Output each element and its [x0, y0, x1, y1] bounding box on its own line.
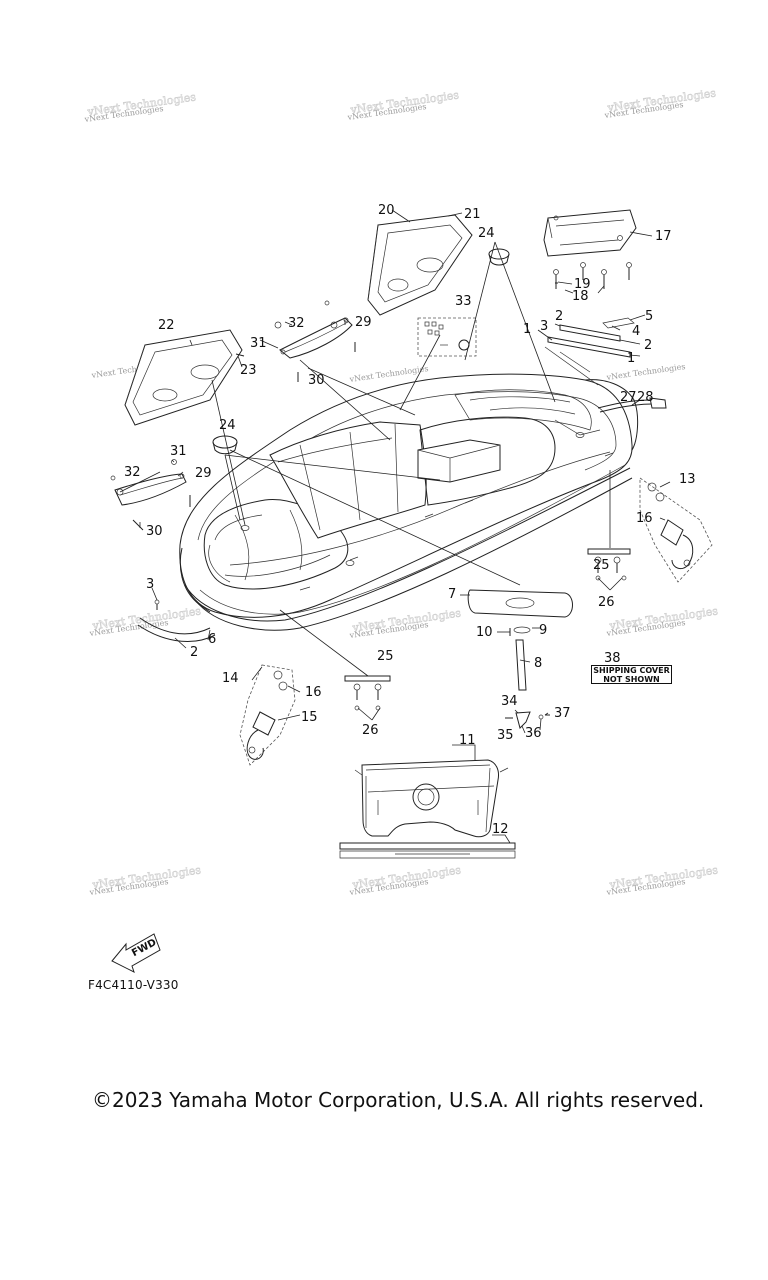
callout-8: 8	[534, 656, 542, 671]
parts-8-9-10-table-post	[509, 626, 531, 691]
callout-3-top: 3	[540, 319, 548, 334]
callout-35: 35	[497, 728, 514, 743]
callout-24-left: 24	[219, 418, 236, 433]
shipping-cover-note: SHIPPING COVER NOT SHOWN	[591, 665, 672, 684]
part-13-hardware-group	[639, 477, 713, 583]
callout-2-right: 2	[644, 338, 652, 353]
part-20-storage-bin	[367, 214, 473, 316]
part-25-cleat-left	[344, 675, 391, 711]
callout-1-right: 1	[627, 351, 635, 366]
callout-2-left: 2	[190, 645, 198, 660]
part-29-grab-handle-top	[274, 300, 356, 382]
callout-29-top: 29	[355, 315, 372, 330]
watermark-row-3: vNext Technologies vNext Technologies vN…	[88, 604, 719, 640]
callout-37: 37	[554, 706, 571, 721]
parts-34-37-clips	[505, 711, 550, 729]
callout-25-left: 25	[377, 649, 394, 664]
callout-20: 20	[378, 203, 395, 218]
callout-32-left: 32	[124, 465, 141, 480]
callout-15: 15	[301, 710, 318, 725]
callout-23: 23	[240, 363, 257, 378]
callout-labels: 20 21 24 17 19 18 33 2 5 3 4 1 2 1 32 29…	[124, 203, 696, 837]
copyright-notice: ©2023 Yamaha Motor Corporation, U.S.A. A…	[92, 1088, 705, 1112]
boat-hull	[179, 373, 639, 631]
callout-31-left: 31	[170, 444, 187, 459]
callout-30-left: 30	[146, 524, 163, 539]
callout-19: 19	[574, 277, 591, 292]
callout-26-left: 26	[362, 723, 379, 738]
callout-5: 5	[645, 309, 653, 324]
part-24-cup-holder-top	[488, 248, 510, 266]
watermark-row-1: vNext Technologies vNext Technologies vN…	[83, 86, 717, 124]
callout-26-right: 26	[598, 595, 615, 610]
parts-18-19-bolts	[553, 262, 632, 289]
leader-lines	[119, 209, 671, 844]
callout-30-top: 30	[308, 373, 325, 388]
part-23-screw	[235, 353, 245, 357]
callout-16-right: 16	[636, 511, 653, 526]
part-24-cup-holder-left	[212, 435, 238, 455]
callout-28: 28	[637, 390, 654, 405]
callout-25-right: 25	[593, 558, 610, 573]
shipping-note-line-2: NOT SHOWN	[603, 674, 660, 684]
part-12-pole	[339, 842, 516, 859]
callout-21: 21	[464, 207, 481, 222]
callout-22: 22	[158, 318, 175, 333]
callout-31-top: 31	[250, 336, 267, 351]
callout-2-top: 2	[555, 309, 563, 324]
parts-27-28-tie-line	[597, 397, 667, 413]
shipping-note-line-1: SHIPPING COVER	[593, 666, 670, 675]
part-14-hardware-group	[239, 664, 296, 766]
part-7-hatch-cover	[467, 589, 573, 618]
callout-1-top: 1	[523, 322, 531, 337]
callout-10: 10	[476, 625, 493, 640]
watermark-row-4: vNext Technologies vNext Technologies vN…	[88, 863, 719, 897]
callout-9: 9	[539, 623, 547, 638]
callout-27: 27	[620, 390, 637, 405]
part-22-storage-bin	[124, 329, 243, 426]
callout-38: 38	[604, 651, 621, 666]
callout-3-left: 3	[146, 577, 154, 592]
callout-16-left: 16	[305, 685, 322, 700]
part-33-decal-kit	[417, 317, 477, 357]
part-11-cooler	[354, 759, 509, 838]
diagram-code: F4C4110-V330	[88, 978, 179, 992]
callout-18: 18	[572, 289, 589, 304]
callout-17: 17	[655, 229, 672, 244]
callout-11: 11	[459, 733, 476, 748]
svg-text:vNext Technologies: vNext Technologies	[605, 362, 686, 382]
callout-14: 14	[222, 671, 239, 686]
callout-12: 12	[492, 822, 509, 837]
callout-33: 33	[455, 294, 472, 309]
part-25-cleat-right	[587, 548, 631, 581]
callout-36: 36	[525, 726, 542, 741]
callout-29-left: 29	[195, 466, 212, 481]
callout-6: 6	[208, 632, 216, 647]
callout-13: 13	[679, 472, 696, 487]
part-17-bracket	[543, 209, 637, 257]
part-29-grab-handle-left	[110, 459, 191, 531]
callout-7: 7	[448, 587, 456, 602]
callout-32-top: 32	[288, 316, 305, 331]
callout-4: 4	[632, 324, 640, 339]
callout-24-top: 24	[478, 226, 495, 241]
parts-1-5-rails-right	[544, 317, 635, 386]
fwd-arrow-icon: FWD	[111, 933, 161, 973]
callout-34: 34	[501, 694, 518, 709]
